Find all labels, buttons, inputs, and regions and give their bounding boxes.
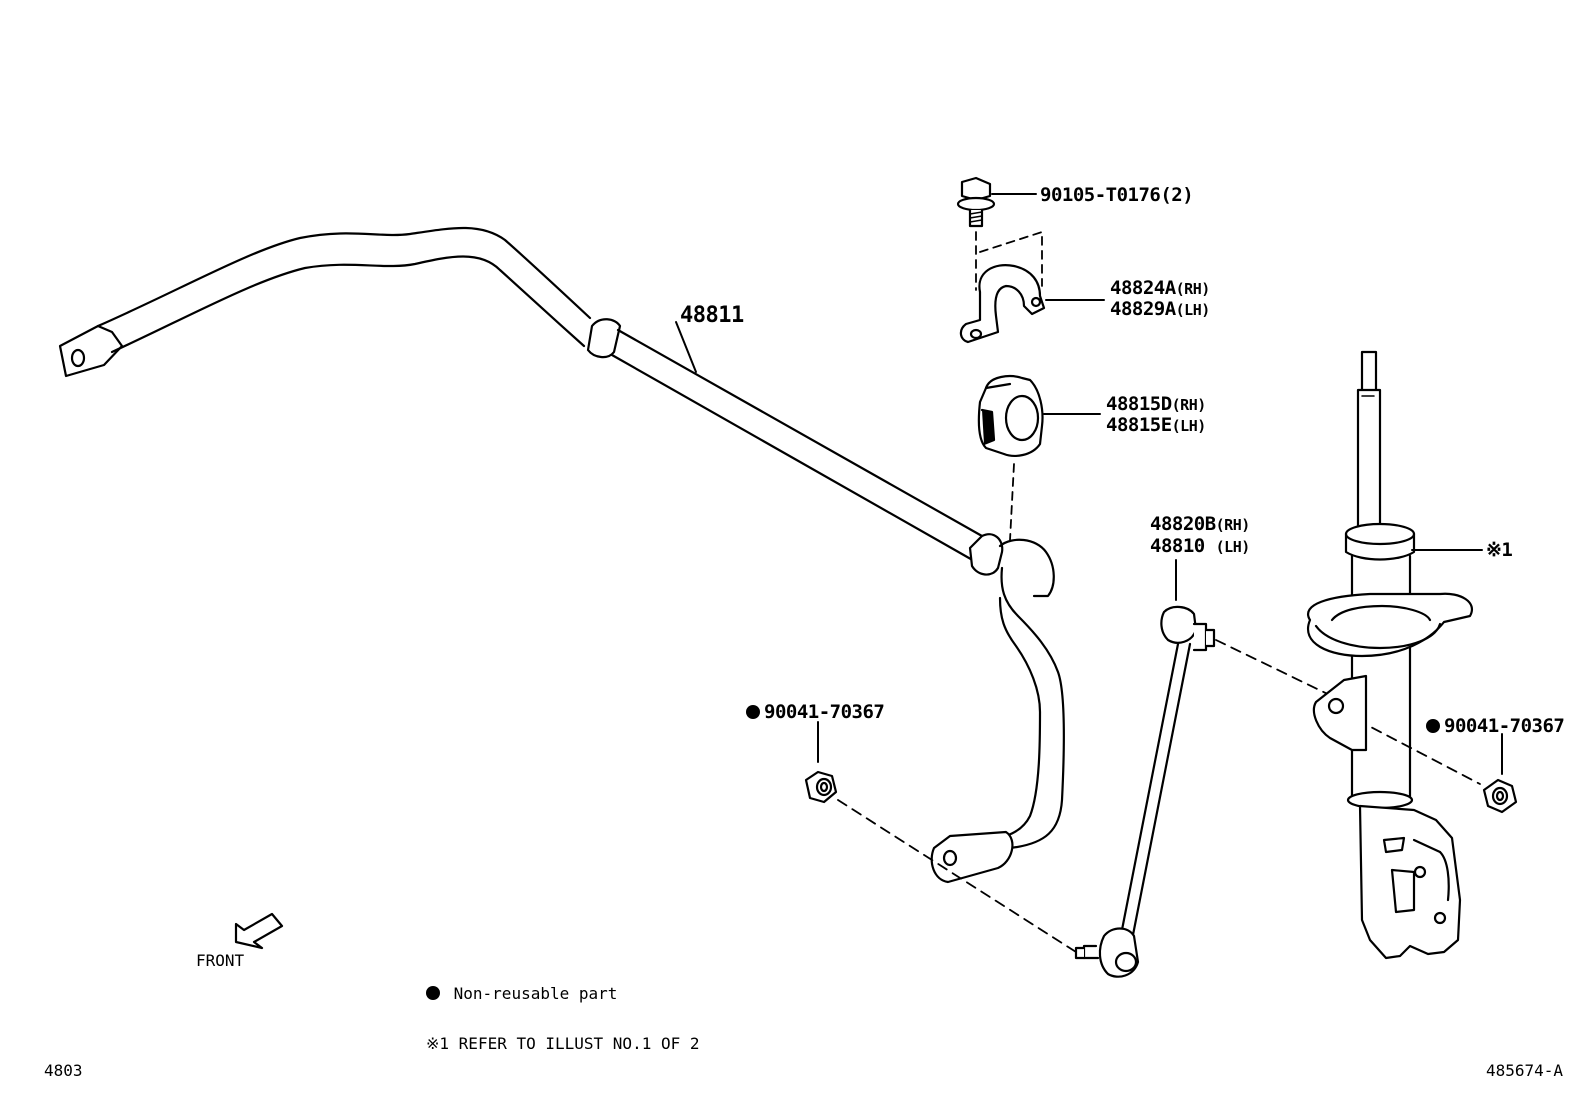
- stabilizer-link: [1074, 605, 1216, 978]
- bushing: [977, 375, 1044, 457]
- non-reusable-dot-icon: [426, 986, 440, 1000]
- strut-assembly: [1307, 350, 1473, 960]
- nut-right: [1482, 778, 1518, 814]
- legend-text: Non-reusable part: [453, 984, 618, 1003]
- illustration-id: 485674-A: [1486, 1061, 1564, 1080]
- label-nut-left: 90041-70367: [746, 701, 885, 723]
- side-suffix: (LH): [1175, 301, 1211, 319]
- label-link-rh: 48820B(RH): [1150, 514, 1250, 535]
- label-bolt: 90105-T0176(2): [1040, 184, 1194, 206]
- part-number: 90041-70367: [1444, 715, 1565, 737]
- bolt: [956, 176, 996, 228]
- part-number: 48829A: [1110, 298, 1176, 320]
- front-label: FRONT: [196, 951, 245, 970]
- label-stabilizer-bar: 48811: [680, 303, 744, 328]
- stabilizer-bar: [58, 226, 1065, 884]
- label-bushing-rh: 48815D(RH): [1106, 394, 1206, 415]
- label-bracket-rh: 48824A(RH): [1110, 278, 1210, 299]
- label-strut-ref: ※1: [1486, 539, 1513, 561]
- non-reusable-dot-icon: [1426, 719, 1440, 733]
- label-nut-right: 90041-70367: [1426, 715, 1565, 737]
- part-number: 48815E: [1106, 414, 1172, 436]
- non-reusable-dot-icon: [746, 705, 760, 719]
- bracket: [959, 264, 1046, 344]
- part-number: 90041-70367: [764, 701, 885, 723]
- part-number: 48820B: [1150, 513, 1216, 535]
- side-suffix: (LH): [1215, 538, 1251, 556]
- side-suffix: (LH): [1171, 417, 1207, 435]
- side-suffix: (RH): [1175, 280, 1211, 298]
- part-number: 48810: [1150, 535, 1205, 557]
- part-number: 48815D: [1106, 393, 1172, 415]
- label-bracket-lh: 48829A(LH): [1110, 299, 1210, 320]
- side-suffix: (RH): [1171, 396, 1207, 414]
- legend-refer-note: ※1 REFER TO ILLUST NO.1 OF 2: [426, 1034, 700, 1053]
- front-arrow-icon: [234, 912, 284, 950]
- part-number: 48824A: [1110, 277, 1176, 299]
- legend-non-reusable: Non-reusable part: [426, 985, 617, 1003]
- label-bushing-lh: 48815E(LH): [1106, 415, 1206, 436]
- nut-left: [804, 770, 838, 804]
- side-suffix: (RH): [1215, 516, 1251, 534]
- label-link-lh: 48810 (LH): [1150, 536, 1250, 557]
- page-code: 4803: [44, 1061, 83, 1080]
